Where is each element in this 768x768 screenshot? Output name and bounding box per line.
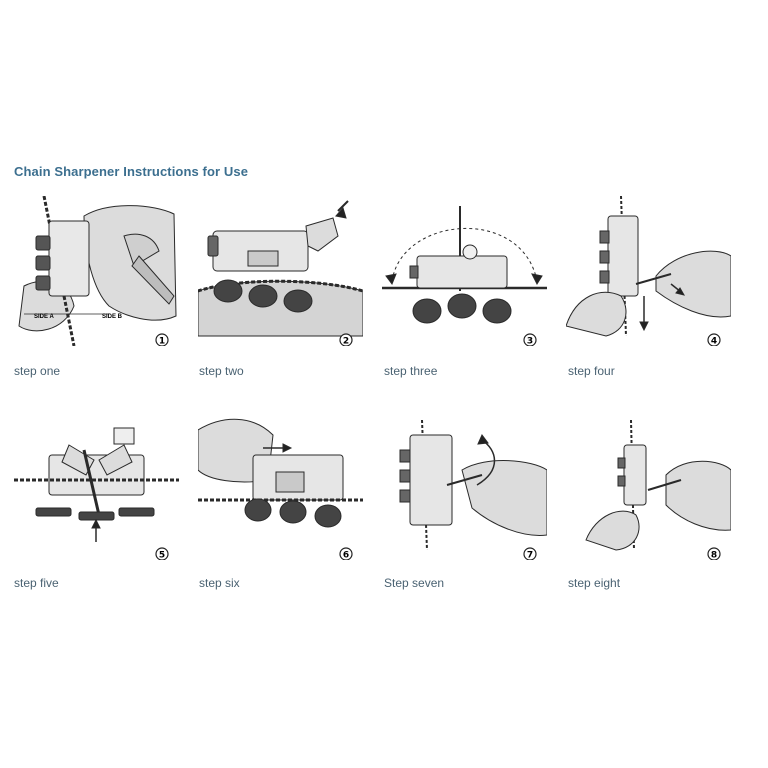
step-one-label: step one (14, 364, 61, 378)
step-four-illustration: 4 (566, 196, 731, 346)
svg-text:2: 2 (343, 337, 349, 347)
svg-text:6: 6 (343, 551, 349, 561)
step-five-illustration: 5 (14, 410, 179, 560)
svg-text:5: 5 (159, 551, 165, 561)
step-six-label: step six (199, 576, 240, 590)
step-eight-label: step eight (568, 576, 621, 590)
step-three-label: step three (384, 364, 438, 378)
svg-text:3: 3 (527, 337, 533, 347)
side-a-label: SIDE A (34, 314, 54, 320)
page-title: Chain Sharpener Instructions for Use (14, 164, 249, 179)
step-eight-badge: 8 (707, 547, 721, 561)
step-two-illustration: 2 (198, 196, 363, 346)
step-seven-illustration: 7 (382, 410, 547, 560)
step-four-badge: 4 (707, 333, 721, 347)
step-three-badge: 3 (523, 333, 537, 347)
step-six-illustration: 6 (198, 410, 363, 560)
step-five-label: step five (14, 576, 59, 590)
step-seven-badge: 7 (523, 547, 537, 561)
step-two-label: step two (199, 364, 244, 378)
svg-text:4: 4 (711, 337, 717, 347)
svg-text:7: 7 (527, 551, 533, 561)
svg-text:1: 1 (159, 337, 165, 347)
step-eight-illustration: 8 (566, 410, 731, 560)
step-one-badge: 1 (155, 333, 169, 347)
step-three-illustration: 3 (382, 196, 547, 346)
step-five-badge: 5 (155, 547, 169, 561)
step-four-label: step four (568, 364, 615, 378)
step-one-illustration: SIDE A SIDE B 1 (14, 196, 179, 346)
svg-text:8: 8 (711, 551, 717, 561)
step-two-badge: 2 (339, 333, 353, 347)
step-six-badge: 6 (339, 547, 353, 561)
side-b-label: SIDE B (102, 314, 123, 320)
step-seven-label: Step seven (384, 576, 445, 590)
